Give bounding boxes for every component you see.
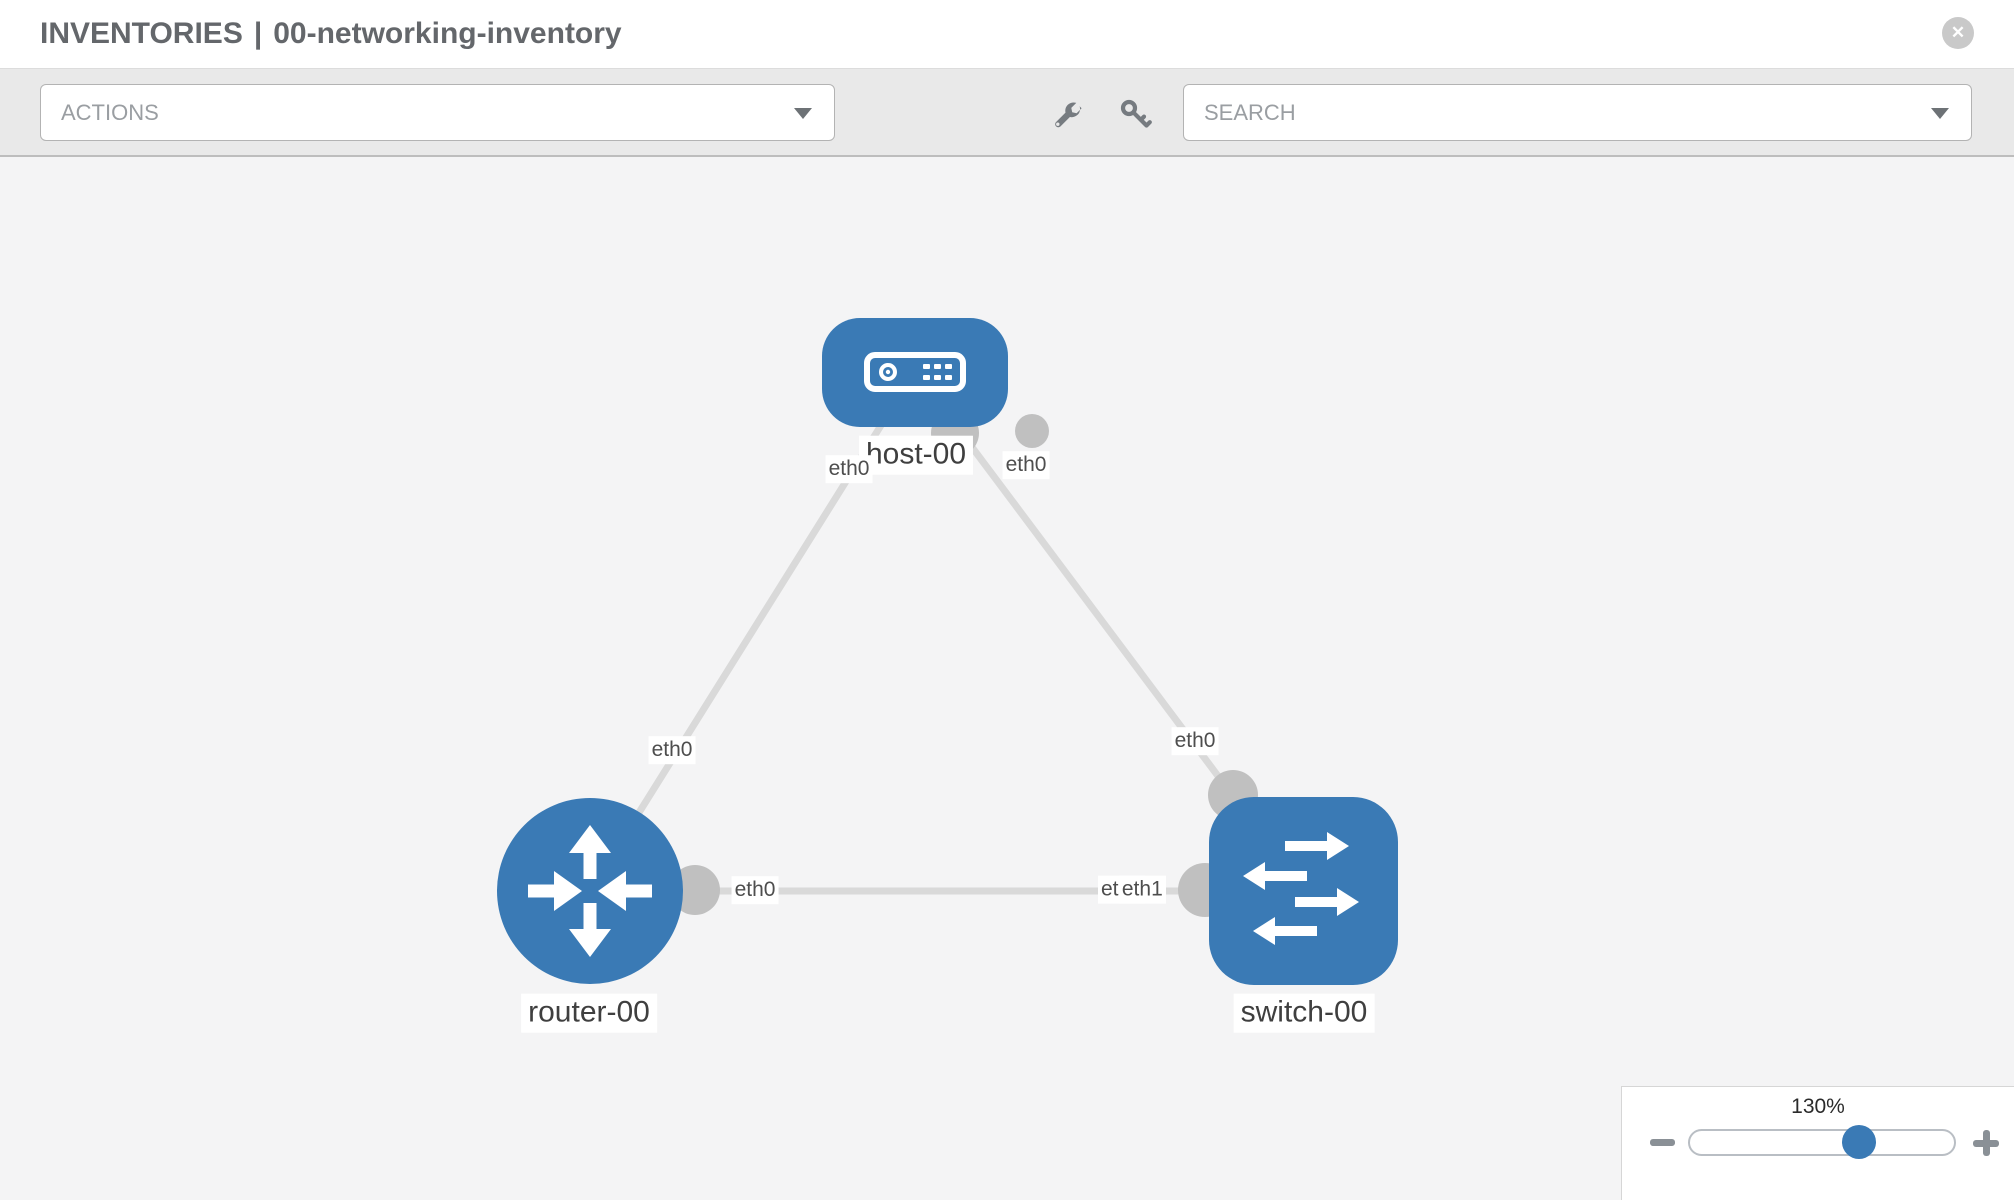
key-icon[interactable] bbox=[1119, 98, 1153, 132]
search-dropdown-label: SEARCH bbox=[1204, 99, 1296, 125]
router-icon bbox=[528, 825, 652, 957]
interface-label-mid-left: eth0 bbox=[648, 736, 696, 764]
port-host-bottom-right[interactable] bbox=[1015, 414, 1049, 448]
node-label-switch[interactable]: switch-00 bbox=[1233, 993, 1375, 1033]
topology-canvas[interactable]: host-00 router-00 switch-00 eth0 eth0 et… bbox=[0, 157, 2014, 1200]
interface-label-switch-eth1: eth1 bbox=[1118, 875, 1166, 904]
breadcrumb: INVENTORIES bbox=[40, 17, 243, 50]
zoom-in-button[interactable] bbox=[1973, 1130, 1999, 1156]
node-host-00[interactable] bbox=[822, 318, 1008, 427]
page-title: INVENTORIES | 00-networking-inventory bbox=[40, 17, 622, 51]
port-circles bbox=[670, 409, 1258, 917]
inventory-name: 00-networking-inventory bbox=[273, 17, 622, 50]
interface-label-mid-right: eth0 bbox=[1171, 727, 1219, 755]
node-router-00[interactable] bbox=[497, 798, 683, 984]
interface-label-router-eth0: eth0 bbox=[731, 876, 779, 904]
port-router-right[interactable] bbox=[670, 865, 720, 915]
header: INVENTORIES | 00-networking-inventory ✕ bbox=[0, 0, 2014, 69]
caret-down-icon bbox=[1931, 107, 1949, 119]
zoom-out-button[interactable] bbox=[1650, 1139, 1675, 1146]
toolbar: ACTIONS SEARCH bbox=[0, 69, 2014, 157]
node-switch-00[interactable] bbox=[1209, 797, 1398, 985]
interface-label-host-left: eth0 bbox=[825, 455, 873, 483]
zoom-control-panel: 130% bbox=[1621, 1086, 2014, 1200]
zoom-slider-thumb[interactable] bbox=[1842, 1125, 1876, 1159]
actions-dropdown[interactable]: ACTIONS bbox=[40, 84, 835, 141]
search-dropdown[interactable]: SEARCH bbox=[1183, 84, 1972, 141]
zoom-slider[interactable] bbox=[1688, 1125, 1956, 1159]
interface-label-pair-switch: eth0 eth1 bbox=[1098, 875, 1166, 904]
close-icon: ✕ bbox=[1950, 23, 1966, 42]
wrench-icon[interactable] bbox=[1050, 98, 1084, 132]
actions-dropdown-label: ACTIONS bbox=[61, 99, 159, 125]
interface-label-host-right: eth0 bbox=[1002, 451, 1050, 479]
node-label-host[interactable]: host-00 bbox=[858, 435, 974, 475]
caret-down-icon bbox=[794, 107, 812, 119]
breadcrumb-separator: | bbox=[253, 17, 263, 50]
close-button[interactable]: ✕ bbox=[1942, 17, 1974, 49]
host-icon bbox=[864, 352, 966, 392]
toolbar-icons bbox=[1050, 98, 1153, 132]
topology-svg bbox=[497, 318, 1398, 985]
node-label-router[interactable]: router-00 bbox=[521, 993, 657, 1033]
zoom-level: 130% bbox=[1791, 1095, 1845, 1118]
switch-icon bbox=[1243, 832, 1359, 945]
